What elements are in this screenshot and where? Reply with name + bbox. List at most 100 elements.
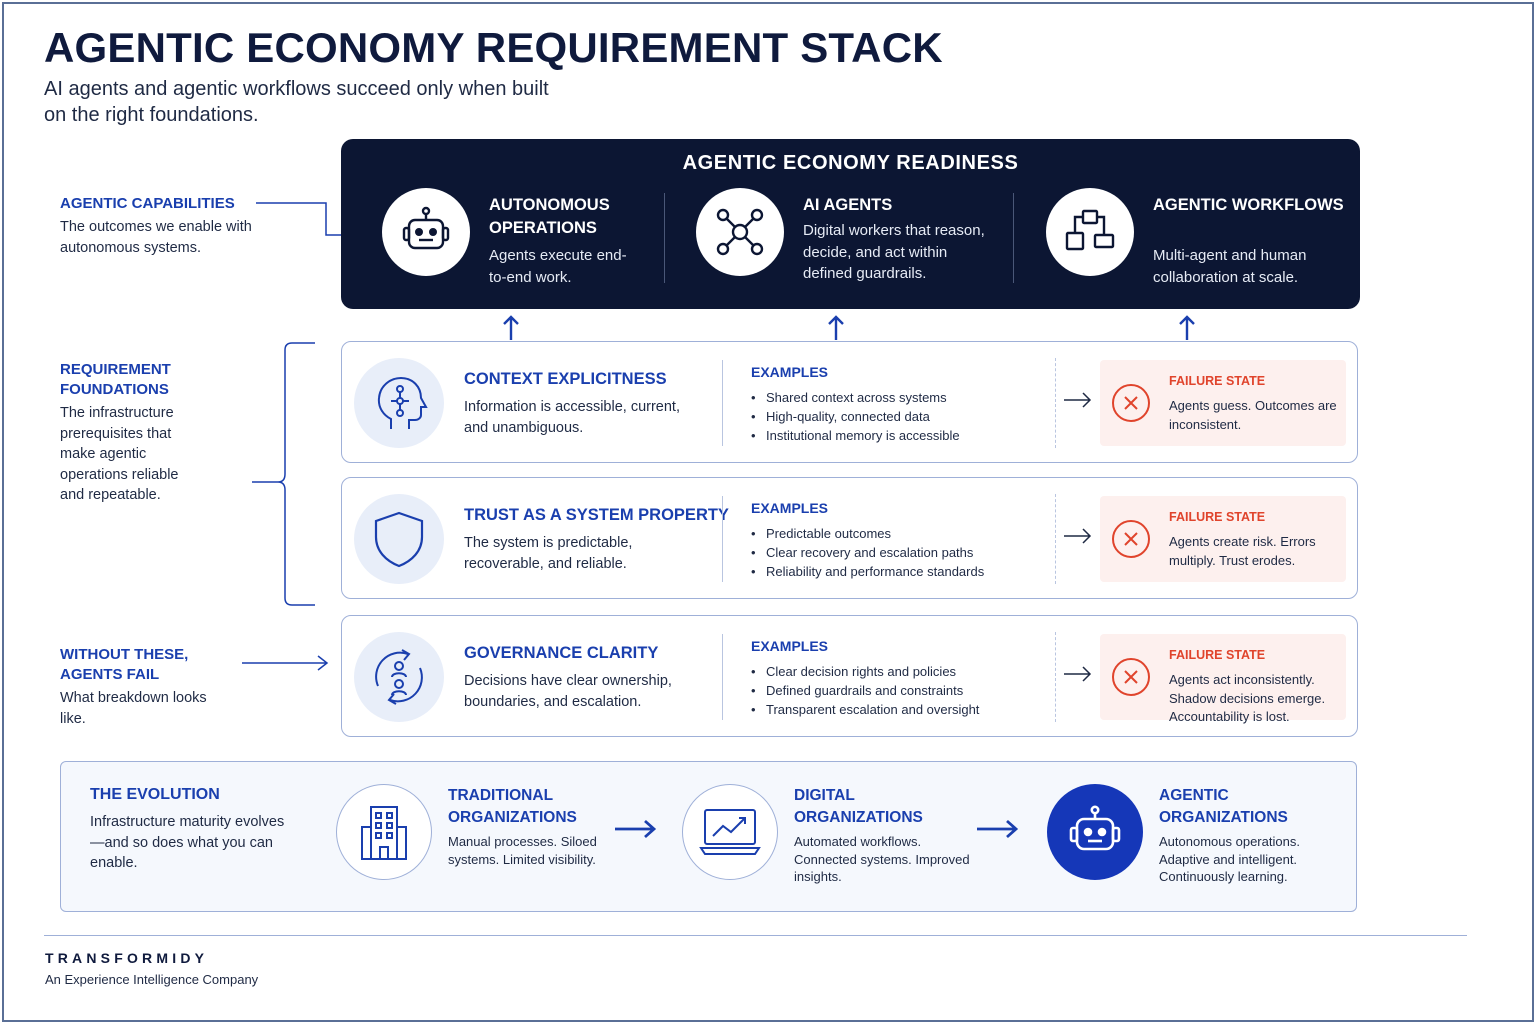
x-circle-icon	[1112, 520, 1150, 558]
requirement-row-governance: GOVERNANCE CLARITY Decisions have clear …	[341, 615, 1358, 737]
side-text: What breakdown looks like.	[60, 690, 207, 727]
stage-title: AGENTIC ORGANIZATIONS	[1159, 787, 1288, 826]
failure-desc: Agents act inconsistently. Shadow decisi…	[1169, 672, 1326, 724]
requirement-title: TRUST AS A SYSTEM PROPERTY	[464, 506, 729, 524]
examples-list: Clear decision rights and policies Defin…	[751, 662, 979, 719]
failure-desc: Agents guess. Outcomes are inconsistent.	[1169, 398, 1337, 432]
right-arrow-icon	[977, 819, 1019, 839]
side-label-foundations: REQUIREMENT FOUNDATIONS The infrastructu…	[60, 360, 200, 506]
examples-list: Predictable outcomes Clear recovery and …	[751, 524, 984, 581]
failure-state-box: FAILURE STATE Agents act inconsistently.…	[1100, 634, 1346, 724]
brand-tagline: An Experience Intelligence Company	[45, 972, 259, 987]
capability-title: AUTONOMOUS OPERATIONS	[489, 196, 610, 237]
failure-desc: Agents create risk. Errors multiply. Tru…	[1169, 534, 1316, 568]
example-item: Clear decision rights and policies	[751, 662, 979, 681]
requirement-desc: Information is accessible, current, and …	[464, 399, 680, 436]
side-heading: AGENTIC CAPABILITIES	[60, 195, 235, 212]
requirement-icon-circle	[354, 358, 444, 448]
right-arrow-icon	[1064, 528, 1092, 544]
example-item: Predictable outcomes	[751, 524, 984, 543]
capability-title: AI AGENTS	[803, 196, 893, 214]
row-dashed-divider	[1055, 632, 1056, 722]
capability-icon-circle	[1046, 188, 1134, 276]
stage-icon-circle	[336, 784, 432, 880]
example-item: High-quality, connected data	[751, 407, 960, 426]
stage-desc: Autonomous operations. Adaptive and inte…	[1159, 834, 1300, 884]
row-dashed-divider	[1055, 358, 1056, 448]
shield-icon	[374, 511, 424, 568]
side-label-capabilities: AGENTIC CAPABILITIES The outcomes we ena…	[60, 194, 260, 258]
workflow-icon	[1065, 209, 1115, 251]
right-arrow-icon	[1064, 666, 1092, 682]
row-divider	[722, 496, 723, 582]
stage-title: TRADITIONAL ORGANIZATIONS	[448, 787, 577, 826]
readiness-panel	[341, 139, 1360, 309]
failure-label: FAILURE STATE	[1169, 648, 1266, 662]
example-item: Reliability and performance standards	[751, 562, 984, 581]
x-circle-icon	[1112, 384, 1150, 422]
capability-icon-circle	[696, 188, 784, 276]
requirement-row-trust: TRUST AS A SYSTEM PROPERTY The system is…	[341, 477, 1358, 599]
example-item: Institutional memory is accessible	[751, 426, 960, 445]
examples-label: EXAMPLES	[751, 638, 829, 654]
failure-state-box: FAILURE STATE Agents guess. Outcomes are…	[1100, 360, 1346, 446]
row-divider	[722, 360, 723, 446]
examples-label: EXAMPLES	[751, 364, 829, 380]
row-divider	[722, 634, 723, 720]
governance-icon	[375, 649, 423, 705]
stage-icon-circle	[1047, 784, 1143, 880]
failure-label: FAILURE STATE	[1169, 510, 1266, 524]
side-text: The outcomes we enable with autonomous s…	[60, 219, 252, 256]
example-item: Transparent escalation and oversight	[751, 700, 979, 719]
up-arrow-icon	[828, 315, 844, 340]
evolution-title: THE EVOLUTION	[90, 786, 220, 803]
requirement-desc: The system is predictable, recoverable, …	[464, 535, 633, 572]
network-icon	[716, 208, 764, 256]
robot-icon	[1069, 805, 1121, 851]
failure-state-box: FAILURE STATE Agents create risk. Errors…	[1100, 496, 1346, 582]
capability-divider	[664, 193, 665, 283]
monitor-chart-icon	[699, 809, 761, 855]
side-text: The infrastructure prerequisites that ma…	[60, 405, 179, 503]
example-item: Clear recovery and escalation paths	[751, 543, 984, 562]
capability-icon-circle	[382, 188, 470, 276]
x-circle-icon	[1112, 658, 1150, 696]
evolution-desc: Infrastructure maturity evolves—and so d…	[90, 814, 285, 871]
capability-title: AGENTIC WORKFLOWS	[1153, 196, 1344, 214]
right-arrow-icon	[615, 819, 657, 839]
requirement-row-context: CONTEXT EXPLICITNESS Information is acce…	[341, 341, 1358, 463]
capability-desc: Multi-agent and human collaboration at s…	[1153, 247, 1307, 286]
up-arrow-icon	[503, 315, 519, 340]
capability-desc: Digital workers that reason, decide, and…	[803, 222, 985, 282]
failure-label: FAILURE STATE	[1169, 374, 1266, 388]
requirement-icon-circle	[354, 494, 444, 584]
stage-title: DIGITAL ORGANIZATIONS	[794, 787, 923, 826]
readiness-title: AGENTIC ECONOMY READINESS	[682, 152, 1019, 174]
head-circuit-icon	[377, 376, 428, 429]
page-title: AGENTIC ECONOMY REQUIREMENT STACK	[44, 24, 943, 71]
example-item: Defined guardrails and constraints	[751, 681, 979, 700]
evolution-panel: THE EVOLUTION Infrastructure maturity ev…	[60, 761, 1357, 912]
right-arrow-icon	[1064, 392, 1092, 408]
capability-desc: Agents execute end-to-end work.	[489, 247, 627, 286]
up-arrow-icon	[1179, 315, 1195, 340]
side-label-without: WITHOUT THESE, AGENTS FAIL What breakdow…	[60, 645, 210, 729]
side-heading: REQUIREMENT FOUNDATIONS	[60, 361, 171, 398]
requirement-title: GOVERNANCE CLARITY	[464, 644, 659, 662]
requirement-title: CONTEXT EXPLICITNESS	[464, 370, 667, 388]
row-dashed-divider	[1055, 494, 1056, 584]
building-icon	[361, 806, 407, 860]
examples-list: Shared context across systems High-quali…	[751, 388, 960, 445]
requirement-desc: Decisions have clear ownership, boundari…	[464, 673, 672, 710]
requirement-icon-circle	[354, 632, 444, 722]
footer-divider	[44, 935, 1467, 936]
stage-icon-circle	[682, 784, 778, 880]
brand-name: TRANSFORMIDY	[45, 950, 209, 966]
example-item: Shared context across systems	[751, 388, 960, 407]
robot-icon	[402, 206, 450, 250]
stage-desc: Automated workflows. Connected systems. …	[794, 834, 970, 884]
side-heading: WITHOUT THESE, AGENTS FAIL	[60, 646, 189, 683]
examples-label: EXAMPLES	[751, 500, 829, 516]
